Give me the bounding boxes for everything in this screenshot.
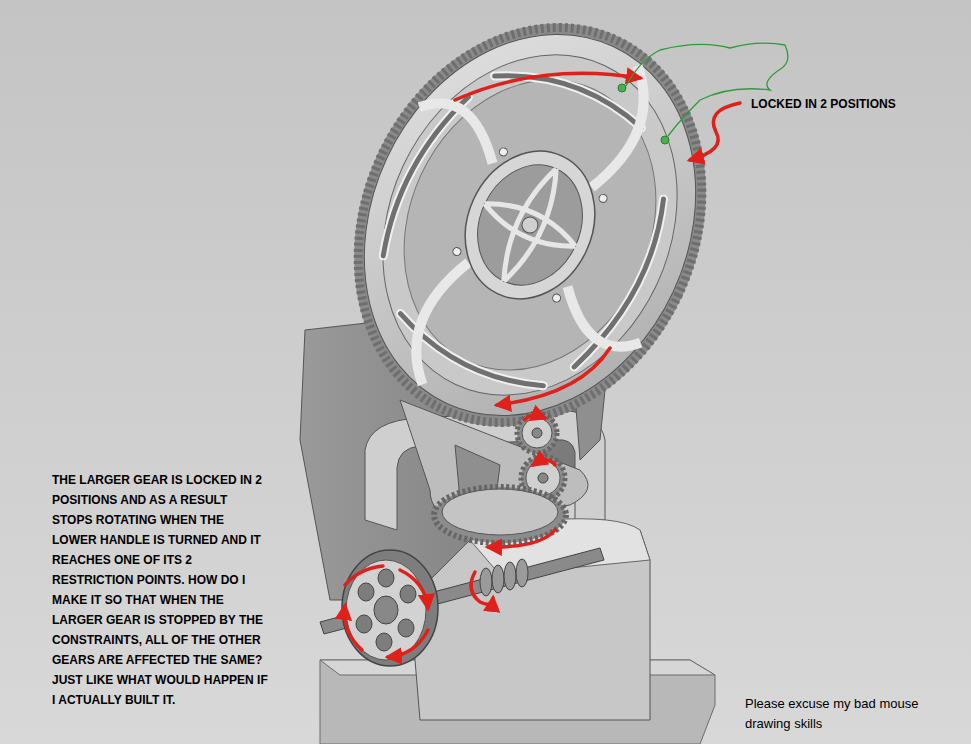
question-note: THE LARGER GEAR IS LOCKED IN 2 POSITIONS… (52, 470, 270, 710)
apology-note: Please excuse my bad mouse drawing skill… (745, 694, 920, 734)
callout-label: LOCKED IN 2 POSITIONS (751, 96, 951, 112)
